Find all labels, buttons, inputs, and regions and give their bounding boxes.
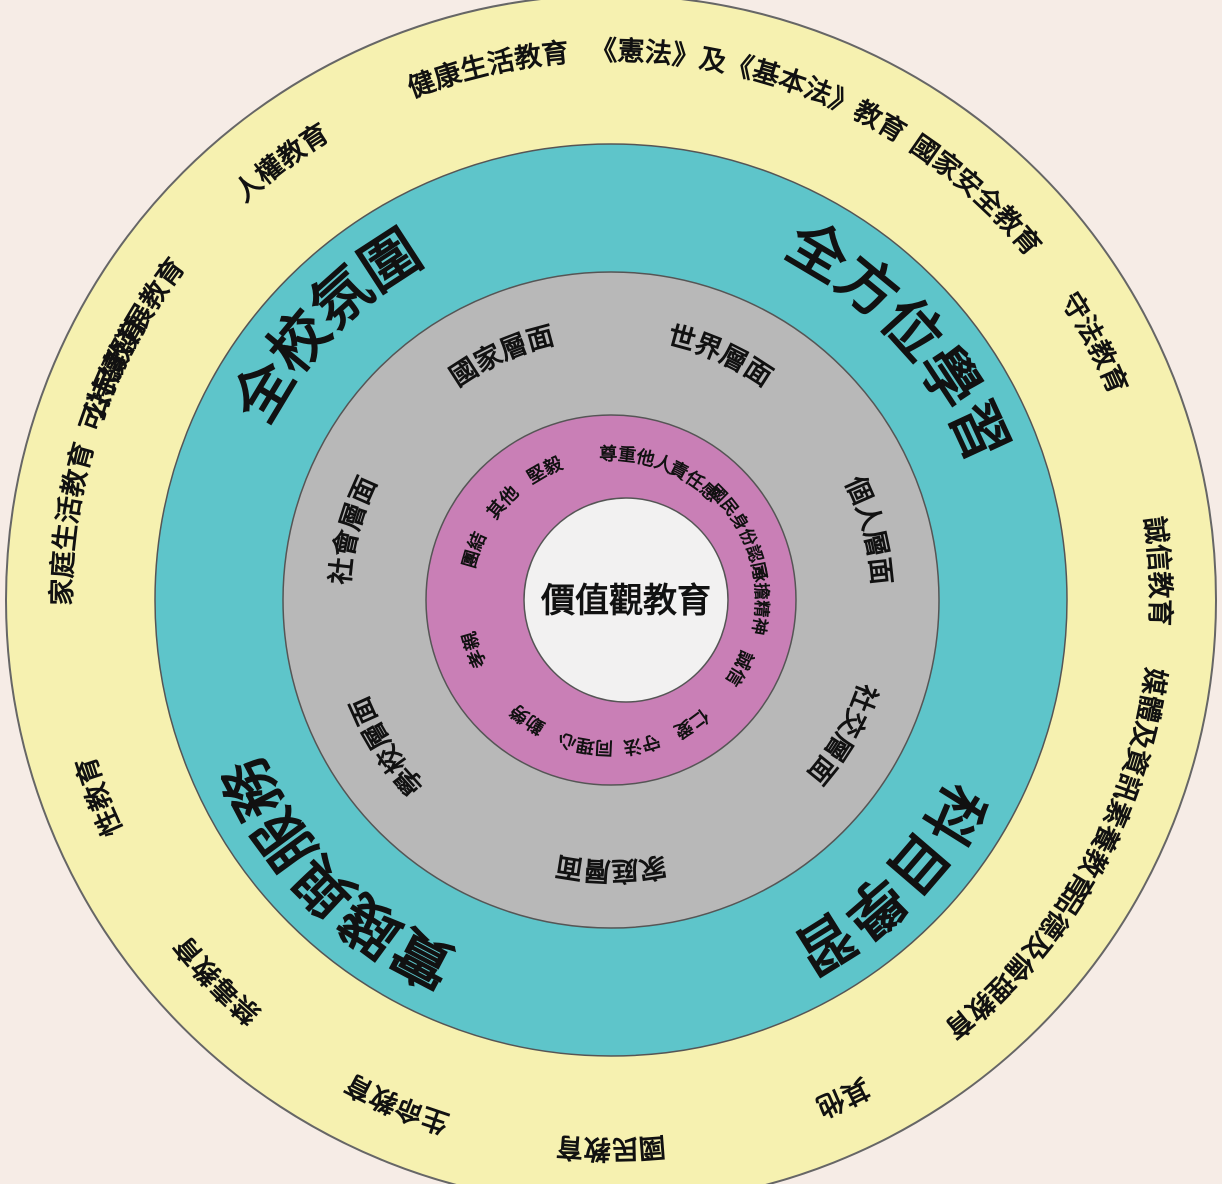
center-circle <box>523 497 729 703</box>
center-label: 價值觀教育 <box>540 581 711 621</box>
